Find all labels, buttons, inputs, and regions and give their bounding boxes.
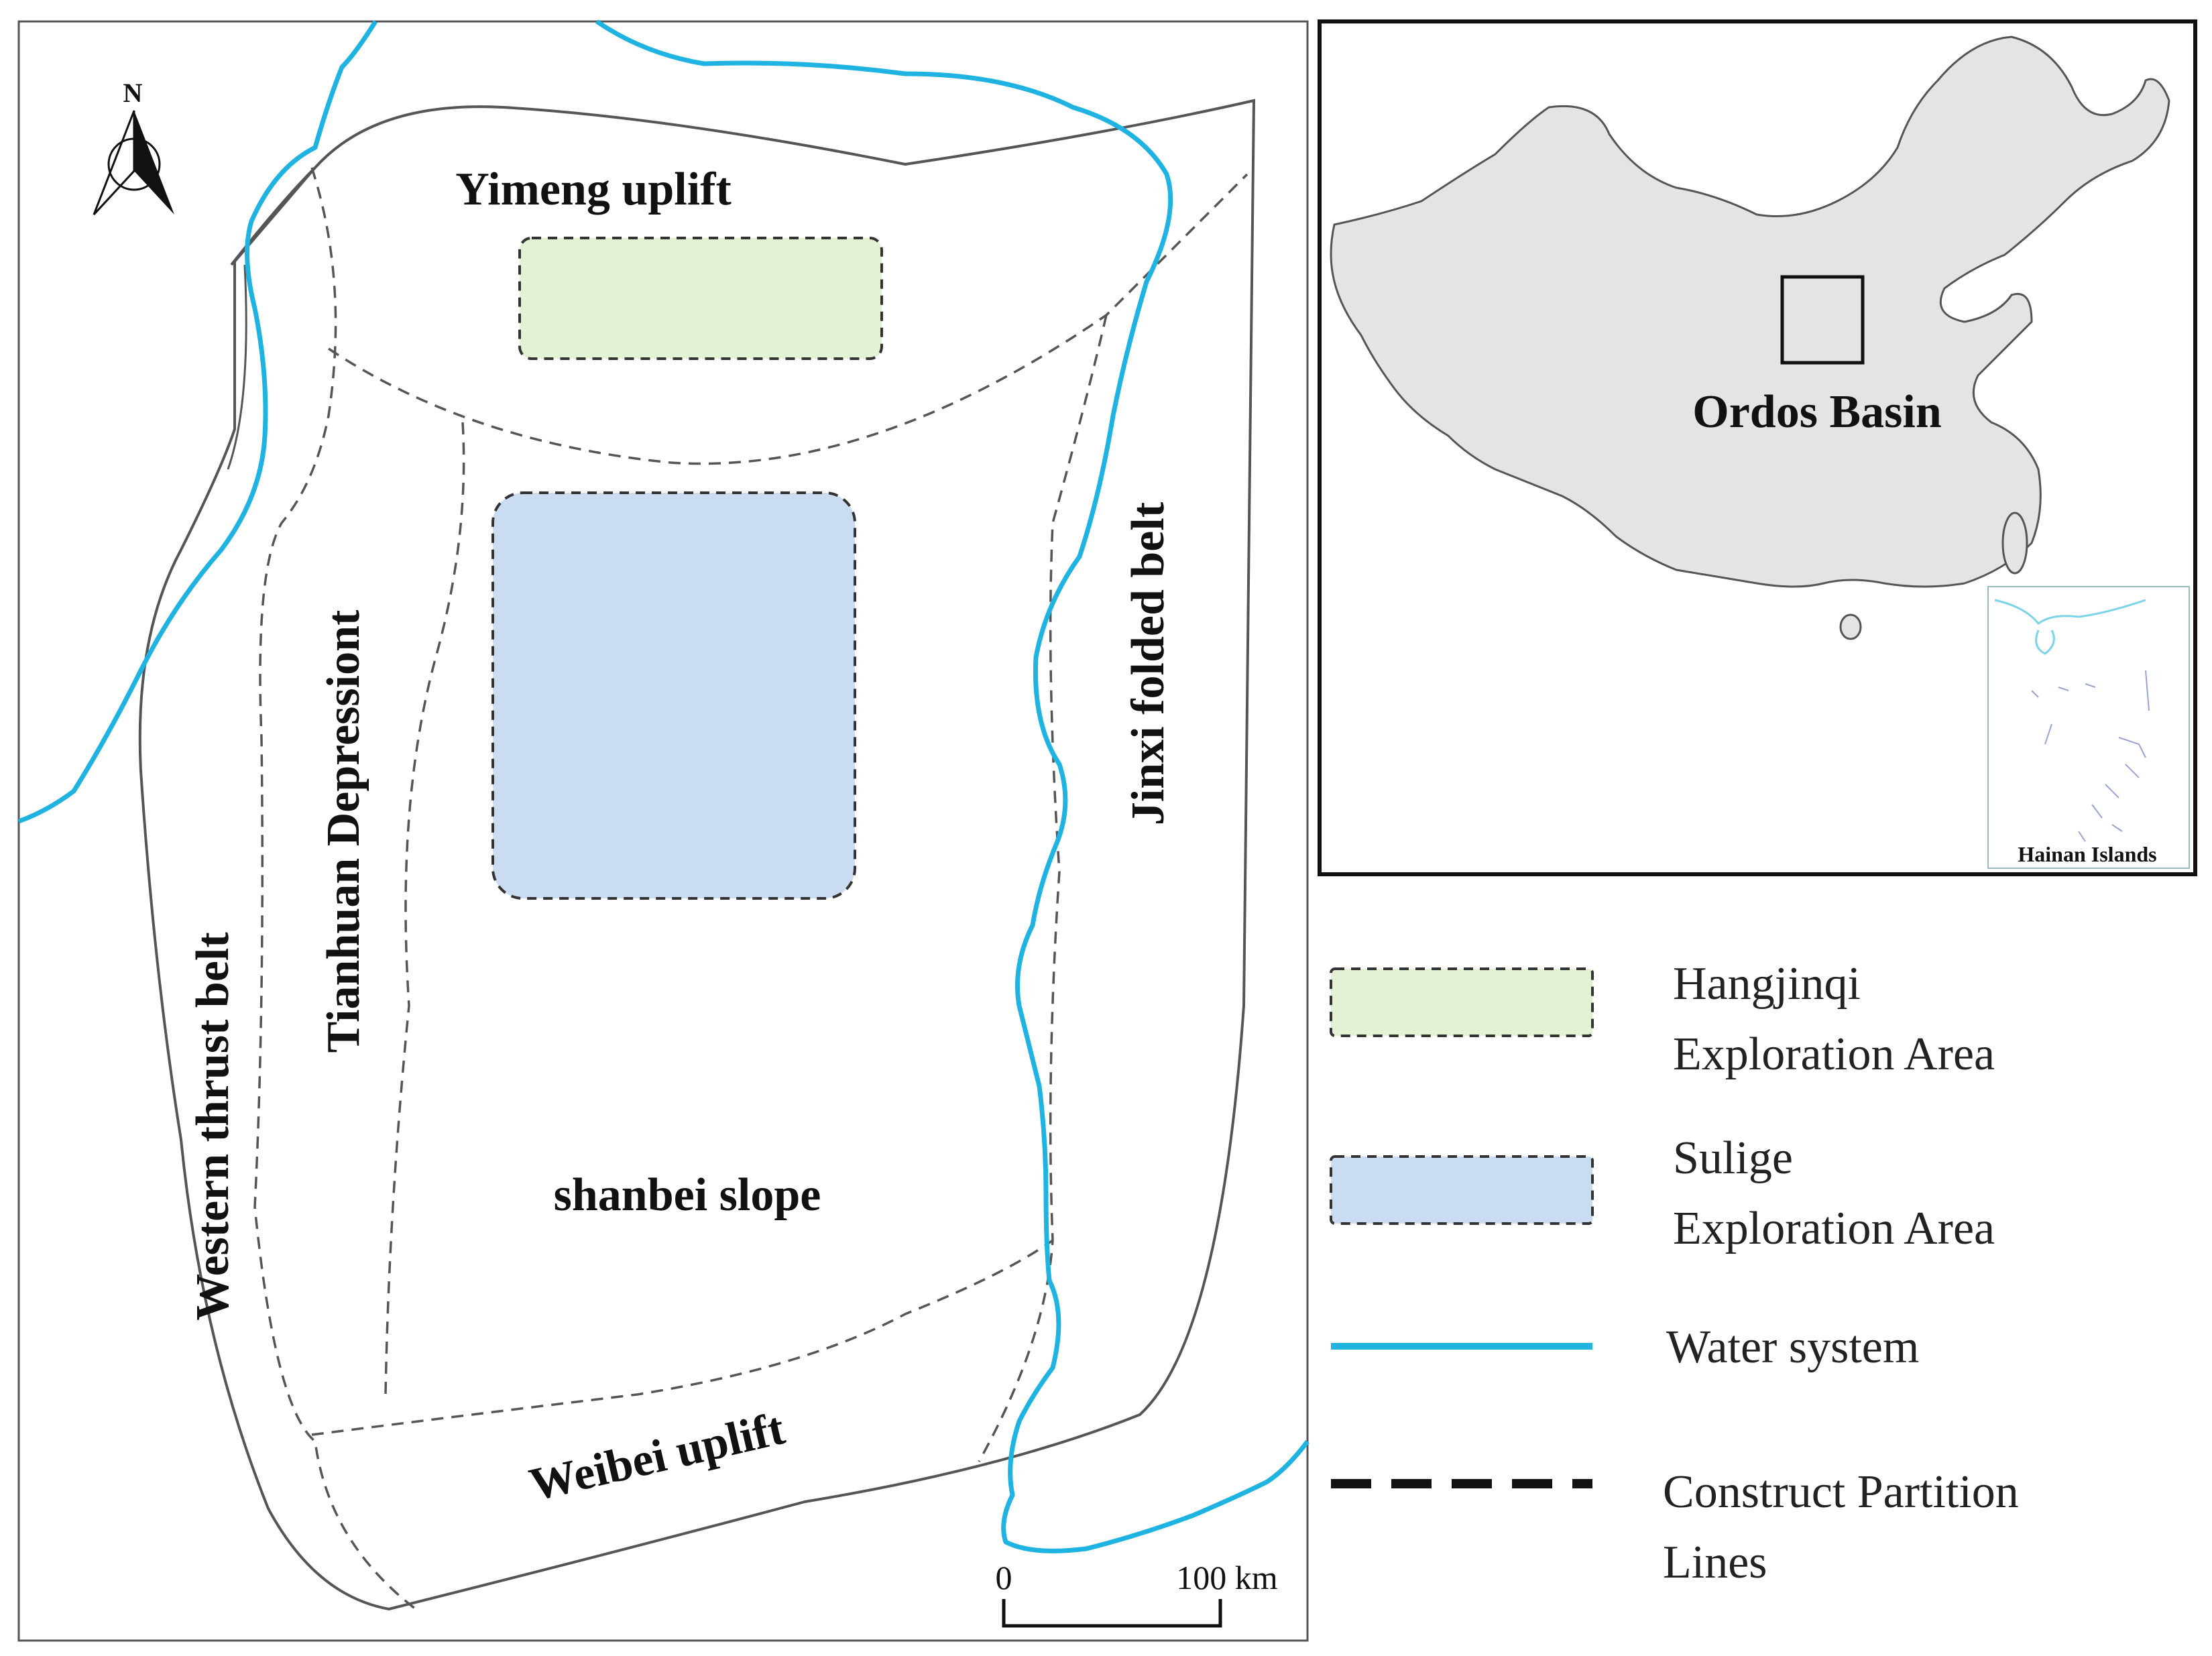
partition-west-inner xyxy=(253,167,417,1610)
legend-item-sulige: Sulige Exploration Area xyxy=(1330,1132,1995,1254)
label-shanbei-slope: shanbei slope xyxy=(554,1169,821,1221)
boundary-extension xyxy=(230,166,316,266)
legend: Hangjinqi Exploration Area Sulige Explor… xyxy=(1330,958,2019,1588)
scale-start-label: 0 xyxy=(996,1559,1012,1596)
ordos-basin-label: Ordos Basin xyxy=(1692,386,1942,438)
scale-line xyxy=(1002,1599,1222,1628)
china-inset-panel: Ordos Basin Hainan Islands xyxy=(1318,19,2197,876)
taiwan-island xyxy=(2001,512,2028,575)
boundary-western-ridge xyxy=(227,264,247,470)
legend-item-water: Water system xyxy=(1331,1321,1919,1373)
legend-item-partition: Construct Partition Lines xyxy=(1331,1466,2019,1588)
north-label: N xyxy=(123,78,143,108)
legend-label-water: Water system xyxy=(1666,1321,1919,1373)
label-yimeng-uplift: Yimeng uplift xyxy=(455,164,732,215)
partition-lines xyxy=(253,167,1248,1610)
legend-label-hangjinqi-1: Hangjinqi xyxy=(1673,958,1861,1010)
mini-coastline xyxy=(1994,599,2146,655)
partition-tianhuan-east xyxy=(384,422,465,1395)
hainan-islands-label: Hainan Islands xyxy=(2018,842,2156,866)
scale-end-label: 100 km xyxy=(1176,1559,1278,1596)
scale-bar: 0 100 km xyxy=(996,1559,1278,1628)
legend-label-partition-1: Construct Partition xyxy=(1663,1466,2019,1518)
north-arrow-ring xyxy=(107,137,161,191)
basin-boundary xyxy=(138,99,1256,1611)
legend-swatch-sulige xyxy=(1330,1155,1594,1225)
mini-island-dots xyxy=(2031,670,2150,842)
water-system xyxy=(17,19,1309,1553)
label-jinxi-folded-belt: Jinxi folded belt xyxy=(1122,502,1174,825)
north-arrow: N xyxy=(93,78,174,216)
legend-swatch-hangjinqi xyxy=(1330,967,1594,1037)
partition-jinxi-west xyxy=(978,314,1108,1462)
partition-weibei-north xyxy=(311,1239,1054,1436)
hainan-islands-inset: Hainan Islands xyxy=(1987,586,2190,869)
north-arrow-dark-half xyxy=(134,111,174,215)
basin-map-panel: N Yimeng uplift Tianhuan Depressiont Wes… xyxy=(17,19,1309,1642)
label-western-thrust-belt: Western thrust belt xyxy=(187,932,239,1320)
hainan-island xyxy=(1839,613,1862,640)
ordos-basin-marker xyxy=(1780,275,1865,365)
sulige-area xyxy=(491,491,856,900)
china-outline xyxy=(1330,36,2170,588)
north-arrow-light-half xyxy=(93,110,135,216)
partition-yimeng-south xyxy=(328,173,1248,465)
river-yellow xyxy=(17,20,377,824)
label-tianhuan-depression: Tianhuan Depressiont xyxy=(318,610,369,1053)
legend-label-sulige-1: Sulige xyxy=(1673,1132,1793,1184)
river-yellow-north xyxy=(595,19,1309,1553)
legend-label-sulige-2: Exploration Area xyxy=(1673,1203,1995,1254)
hangjinqi-area xyxy=(518,237,883,360)
legend-item-hangjinqi: Hangjinqi Exploration Area xyxy=(1330,958,1995,1080)
legend-label-hangjinqi-2: Exploration Area xyxy=(1673,1028,1995,1080)
legend-label-partition-2: Lines xyxy=(1663,1537,1767,1588)
mini-inset-frame xyxy=(1987,586,2190,869)
